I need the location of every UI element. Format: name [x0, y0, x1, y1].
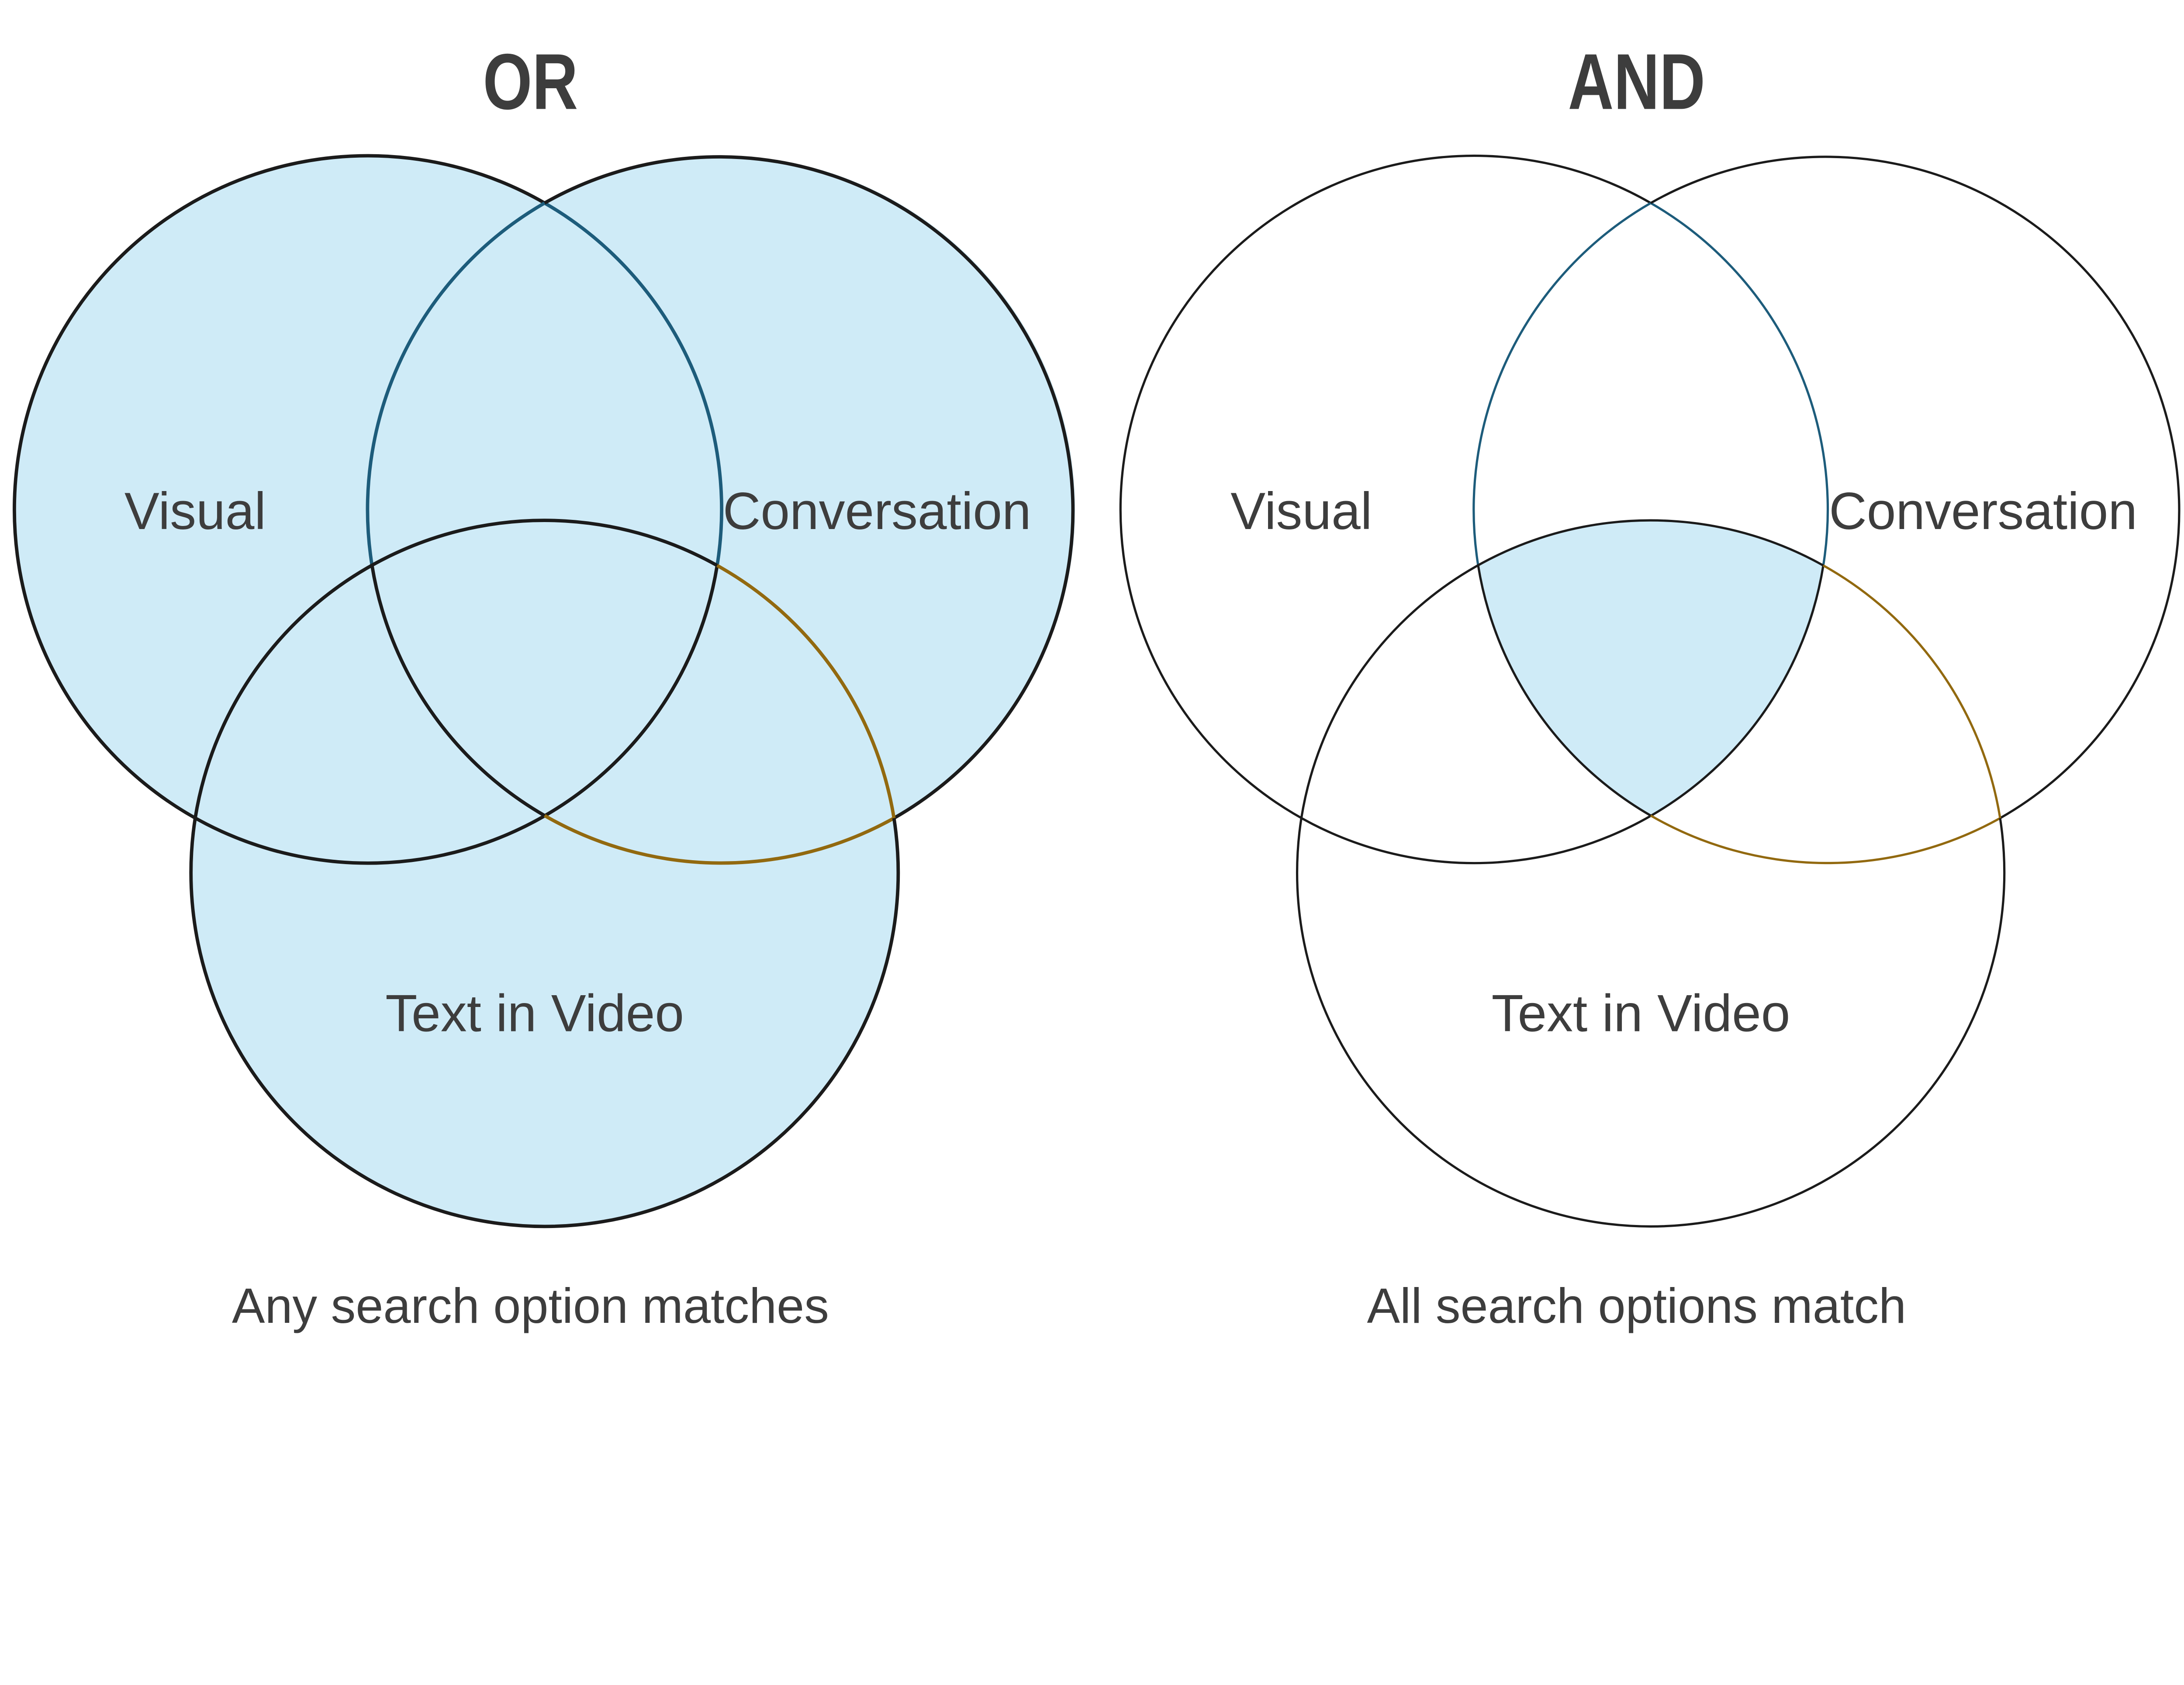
and-conversation-label: Conversation — [1829, 482, 2137, 540]
and-visual-conversation-overlap-arc-left — [1650, 202, 1829, 566]
or-text-in-video-label: Text in Video — [385, 985, 684, 1043]
and-conversation-textvideo-overlap-arc-top — [1822, 564, 2001, 819]
and-text-in-video-label: Text in Video — [1492, 985, 1790, 1043]
or-conversation-circle-outline — [543, 155, 1075, 820]
or-visual-conversation-overlap-arc-left — [543, 201, 723, 566]
or-text-in-video-circle-fill — [191, 520, 898, 1228]
and-conversation-inner-arc — [1477, 565, 1652, 817]
and-text-in-video-circle-outline — [1296, 818, 2006, 1228]
or-text-in-video-circle-outline — [189, 818, 900, 1228]
and-venn-diagram: AND Visual Conversation Text in Video Al… — [1119, 37, 2181, 1334]
and-visual-label: Visual — [1230, 482, 1372, 540]
and-caption: All search options match — [1367, 1278, 1906, 1334]
and-visual-conversation-overlap-arc-right — [1472, 202, 1652, 566]
or-conversation-inner-arc — [370, 565, 546, 817]
or-text-in-video-top-arc — [194, 519, 718, 819]
and-conversation-textvideo-overlap-arc-bottom — [1650, 814, 2001, 865]
and-conversation-circle-outline — [1650, 156, 2181, 819]
or-conversation-label: Conversation — [723, 482, 1031, 540]
venn-canvas: OR Visual Conversation Text in Video Any… — [13, 37, 2181, 1334]
or-title: OR — [483, 37, 578, 126]
and-visual-circle-outline — [1119, 154, 1825, 865]
or-caption: Any search option matches — [232, 1278, 829, 1334]
and-text-in-video-top-arc — [1300, 519, 1824, 819]
or-conversation-textvideo-overlap-arc-top — [716, 564, 896, 819]
or-conversation-textvideo-overlap-arc-bottom — [543, 814, 895, 865]
and-title: AND — [1568, 37, 1705, 126]
or-visual-conversation-overlap-arc-right — [366, 201, 546, 566]
or-venn-diagram: OR Visual Conversation Text in Video Any… — [13, 37, 1075, 1334]
or-visual-circle-outline — [13, 154, 719, 865]
and-center-intersection-region-fill — [1478, 520, 1824, 816]
venn-comparison-figure: OR Visual Conversation Text in Video Any… — [13, 37, 2181, 1334]
or-visual-label: Visual — [124, 482, 266, 540]
